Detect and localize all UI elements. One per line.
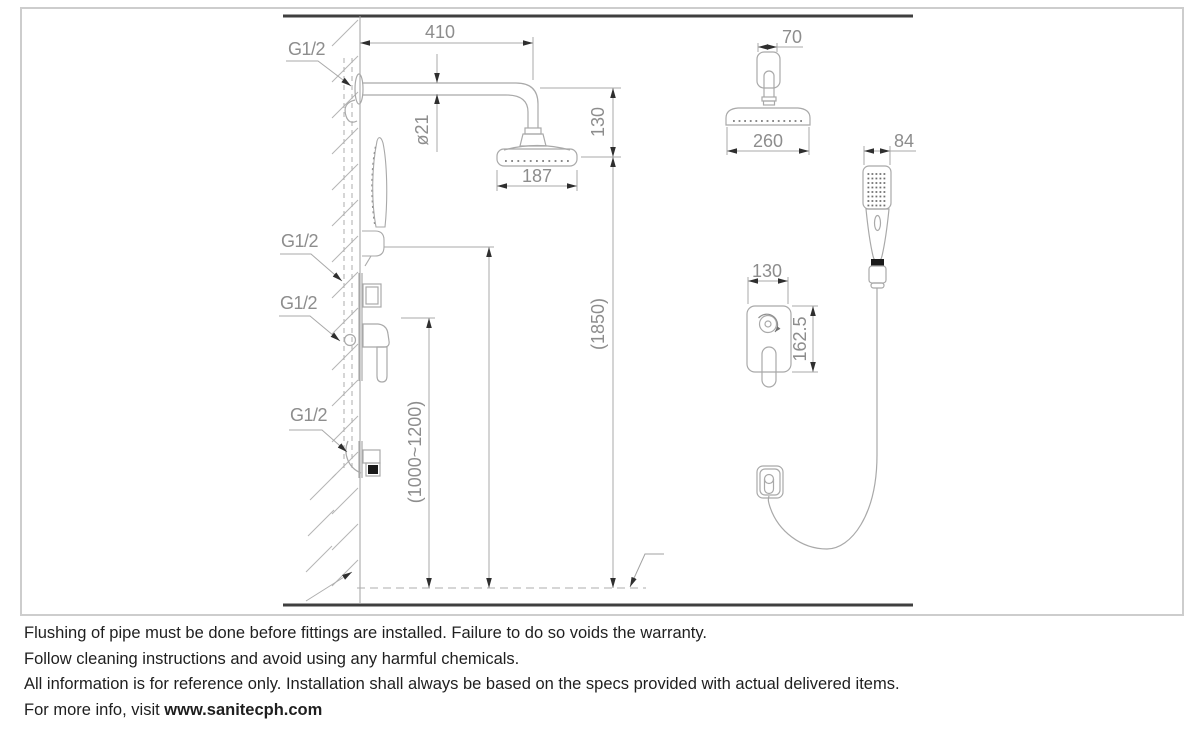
thread-label-top: G1/2 [288, 39, 326, 59]
ceiling-bracket [756, 51, 781, 89]
page-border [20, 7, 1184, 616]
floor-level-symbol [629, 553, 664, 588]
wall-outlet-front-view [756, 465, 784, 499]
note-reference: All information is for reference only. I… [24, 675, 900, 693]
shower-head-side [496, 148, 578, 167]
dim-handshower-width: 84 [894, 131, 914, 151]
dim-mixer-width: 130 [752, 261, 782, 281]
dim-pipe-diameter: ø21 [412, 114, 432, 145]
shower-arm-side-view [344, 73, 578, 167]
shower-hose [767, 288, 878, 550]
dim-mixer-height: 162.5 [790, 316, 810, 361]
mixer-trim-plate [746, 305, 792, 373]
hose-connector [871, 259, 884, 266]
diverter-knob [758, 314, 778, 334]
shower-head-front [725, 107, 811, 126]
shower-installation-diagram: G1/2 G1/2 G1/2 G1/2 410 ø21 130 [279, 14, 916, 607]
note-cleaning: Follow cleaning instructions and avoid u… [24, 649, 520, 668]
hand-shower-front-view: 84 [767, 131, 916, 550]
dim-bracket-width: 70 [782, 27, 802, 47]
thread-label-bottom: G1/2 [290, 405, 328, 425]
note-flushing: Flushing of pipe must be done before fit… [24, 624, 707, 642]
mixer-lever-side [362, 323, 390, 348]
overhead-shower-front-view: 70 260 [725, 27, 811, 155]
mixer-front-view: 130 162.5 [746, 261, 818, 388]
wall-curl [344, 99, 358, 123]
diverter-arrow [758, 313, 781, 333]
hand-shower-handle [865, 208, 890, 262]
website-link: www.sanitecph.com [164, 700, 323, 719]
hand-shower-side-view [362, 137, 388, 267]
dim-head-drop: 130 [588, 107, 608, 137]
note-more-info: For more info, visit www.sanitecph.com [24, 698, 900, 724]
dim-head-width-front: 260 [753, 131, 783, 151]
dim-head-width-side: 187 [522, 166, 552, 186]
thread-label-mid-lower: G1/2 [280, 293, 318, 313]
notes-block: Flushing of pipe must be done before fit… [24, 621, 900, 723]
thread-label-mid-upper: G1/2 [281, 231, 319, 251]
dim-head-height: (1850) [588, 298, 608, 350]
wall-hatching [305, 19, 359, 587]
outlet-nozzle [368, 465, 378, 474]
dim-arm-length: 410 [425, 22, 455, 42]
hose-nut [868, 265, 887, 284]
wall-base-leader [305, 571, 353, 602]
mixer-lever-front [761, 346, 777, 388]
head-connector-nut [524, 127, 542, 135]
wand-spray-face [371, 145, 377, 225]
spray-grid [867, 173, 887, 207]
wall-flange [354, 73, 364, 105]
note-more-info-prefix: For more info, visit [24, 700, 165, 719]
head-connector [519, 133, 547, 147]
wall-holder [362, 230, 385, 257]
dim-mixer-height: (1000~1200) [405, 401, 425, 504]
hand-shower-wand [372, 137, 388, 228]
drawing-frame-lines [283, 14, 913, 607]
mode-button [873, 214, 882, 232]
side-view-dimensions: 410 ø21 130 187 (1850) (1000~1200) [360, 22, 621, 588]
thread-labels: G1/2 G1/2 G1/2 G1/2 [279, 39, 352, 453]
mixer-side-view [343, 273, 390, 383]
wall-section [305, 16, 664, 604]
